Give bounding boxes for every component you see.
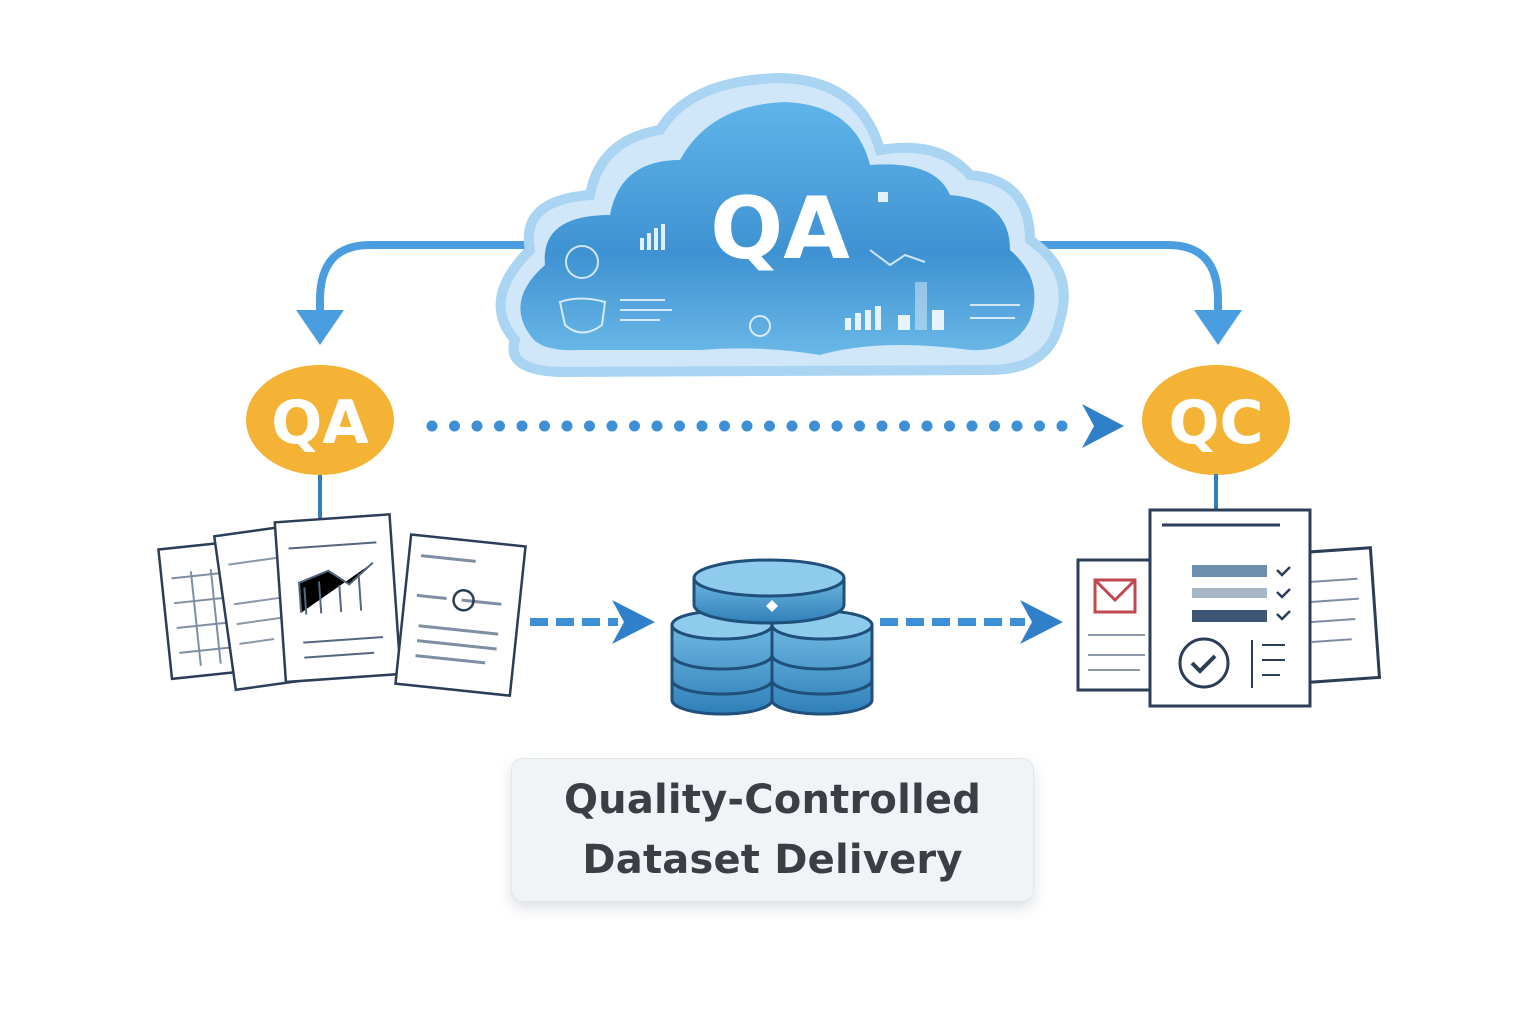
docs-to-database-arrow bbox=[530, 600, 655, 644]
qa-cloud: QA bbox=[495, 72, 1069, 378]
qa-to-qc-dotted-arrow bbox=[426, 404, 1124, 448]
qa-badge-label: QA bbox=[271, 388, 369, 458]
source-documents-icon bbox=[157, 513, 527, 698]
qc-badge: QC bbox=[1142, 365, 1290, 510]
qc-badge-label: QC bbox=[1168, 388, 1263, 458]
caption-line-1: Quality-Controlled bbox=[563, 777, 982, 823]
bar-chart-icon bbox=[640, 192, 944, 330]
qc-reports-icon bbox=[1076, 508, 1382, 708]
cloud-to-qa-arrow bbox=[296, 241, 540, 345]
database-to-reports-arrow bbox=[880, 600, 1063, 644]
database-icon bbox=[670, 558, 874, 716]
caption-line-2: Dataset Delivery bbox=[582, 837, 963, 883]
cloud-to-qc-arrow bbox=[1010, 241, 1242, 345]
cloud-body bbox=[520, 102, 1035, 355]
qa-badge: QA bbox=[246, 365, 394, 520]
caption-box: Quality-Controlled Dataset Delivery bbox=[511, 758, 1034, 902]
cloud-label: QA bbox=[710, 179, 850, 279]
